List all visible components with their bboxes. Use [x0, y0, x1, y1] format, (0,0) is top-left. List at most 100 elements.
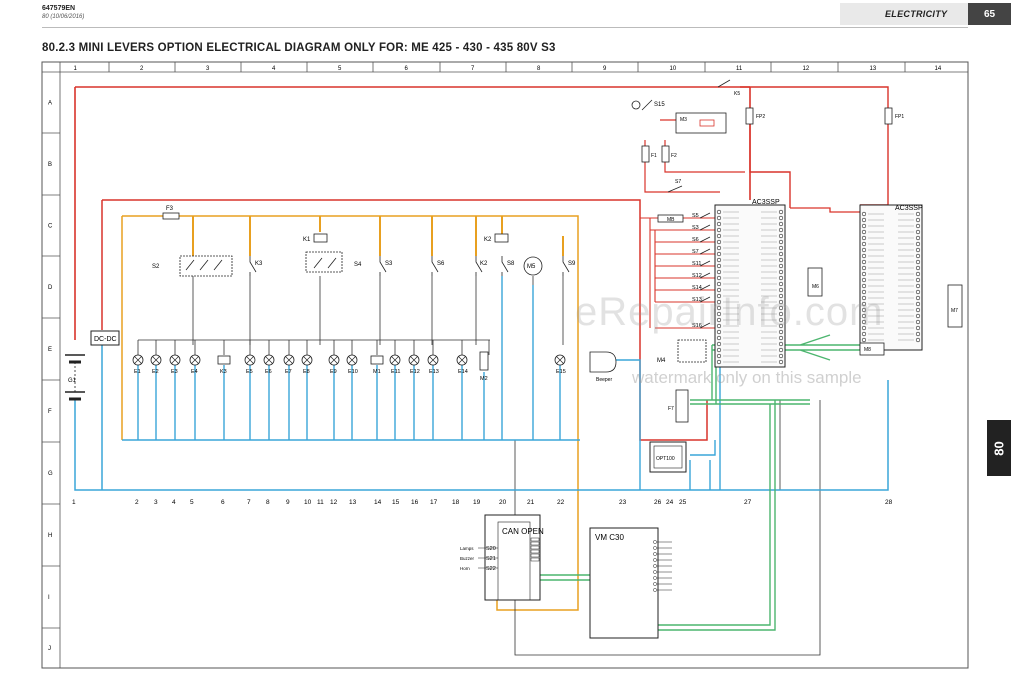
vm-pin	[653, 582, 657, 586]
column-label: 3	[206, 66, 210, 72]
controller-pin	[915, 307, 921, 313]
lamp-label: E15	[556, 369, 566, 375]
controller-pin	[778, 293, 784, 299]
controller-pin	[716, 353, 722, 359]
circuit-number: 23	[619, 499, 627, 506]
controller-switch-s5: S5	[692, 212, 711, 219]
fuse-f3-label: F3	[166, 206, 174, 212]
circuit-number: 22	[557, 499, 565, 506]
display-opt100: OPT100	[649, 441, 687, 473]
lamp-label: E7	[285, 369, 292, 375]
wire-display-ground	[690, 440, 716, 456]
controller-pin	[716, 233, 722, 239]
controller-right: AC3SSP	[859, 204, 923, 351]
wire-lamp-bus	[137, 339, 490, 355]
wire-can-display	[690, 345, 810, 405]
controller-pin	[716, 347, 722, 353]
svg-text:FP2: FP2	[756, 114, 765, 120]
wire-control-feed	[121, 215, 579, 490]
lamp-label: K3	[220, 369, 227, 375]
controller-pin	[915, 295, 921, 301]
controller-pin	[778, 353, 784, 359]
controller-pin	[778, 311, 784, 317]
wire-can-vm	[658, 400, 776, 631]
controller-pin	[716, 323, 722, 329]
lamp-e10: E10	[346, 354, 358, 375]
controller-pin	[716, 221, 722, 227]
circuit-number: 1	[72, 499, 76, 506]
svg-text:M7: M7	[951, 308, 958, 314]
connector-f7: F7	[668, 389, 689, 423]
controller-pin	[915, 217, 921, 223]
lamp-e13: E13	[427, 354, 439, 375]
controller-pin	[716, 311, 722, 317]
diagram-frame	[41, 61, 969, 669]
circuit-number: 16	[411, 499, 419, 506]
watermark: eRepairInfo.com	[575, 290, 884, 334]
can-open-terminal	[530, 557, 540, 562]
controller-pin	[778, 239, 784, 245]
controller-switch-label: S16	[692, 323, 702, 329]
page-title: 80.2.3 MINI LEVERS OPTION ELECTRICAL DIA…	[42, 42, 556, 54]
controller-pin	[716, 299, 722, 305]
controller-pin	[915, 277, 921, 283]
controller-pin	[778, 335, 784, 341]
circuit-number: 8	[266, 499, 270, 506]
svg-text:Beeper: Beeper	[596, 377, 612, 383]
lamp-label: E3	[171, 369, 178, 375]
can-input-s21: S21	[486, 556, 496, 562]
controller-switch-s12: S12	[692, 272, 711, 279]
circuit-number: 10	[304, 499, 312, 506]
controller-pin	[778, 245, 784, 251]
controller-pin	[861, 277, 867, 283]
controller-pin	[861, 253, 867, 259]
svg-text:K1: K1	[303, 237, 311, 243]
controller-pin	[861, 211, 867, 217]
document-date: 80 (10/06/2016)	[42, 14, 85, 20]
header-rule	[42, 27, 968, 28]
controller-pin	[778, 233, 784, 239]
lamp-label: E13	[429, 369, 439, 375]
controller-switch-label: S7	[692, 249, 699, 255]
controller-pin	[861, 337, 867, 343]
controller-pin	[861, 247, 867, 253]
lamp-label: E9	[330, 369, 337, 375]
controller-pin	[915, 259, 921, 265]
controller-pin	[861, 313, 867, 319]
controller-pin	[778, 221, 784, 227]
controller-pin	[915, 211, 921, 217]
controller-pin	[915, 247, 921, 253]
svg-text:S3: S3	[385, 261, 393, 267]
row-label: H	[48, 533, 52, 539]
controller-pin	[716, 287, 722, 293]
switch-s6: S6	[431, 256, 445, 276]
lamp-label: E5	[246, 369, 253, 375]
column-label: 4	[272, 66, 276, 72]
svg-text:K5: K5	[734, 91, 740, 97]
controller-pin	[778, 227, 784, 233]
row-label: F	[48, 409, 52, 415]
fuse-fp1: FP1	[884, 107, 904, 125]
lamp-m1: M1	[370, 355, 384, 375]
section-name: ELECTRICITY	[885, 9, 948, 19]
module-m8: M8	[859, 342, 885, 356]
lamp-e15: E15	[554, 354, 566, 375]
chapter-tab: 80	[987, 420, 1011, 476]
svg-text:M5: M5	[527, 264, 536, 270]
vm-c30-label: VM C30	[595, 533, 624, 542]
dcdc-label: DC-DC	[94, 336, 117, 343]
row-label: J	[48, 646, 51, 652]
contact-s7: S7	[667, 179, 683, 193]
controller-pin	[778, 323, 784, 329]
controller-pin	[716, 341, 722, 347]
controller-pin	[778, 269, 784, 275]
switch-s3: S3	[379, 256, 393, 276]
svg-text:K2: K2	[480, 261, 488, 267]
controller-left-label: AC3SSP	[752, 199, 780, 206]
svg-text:S8: S8	[507, 261, 515, 267]
controller-pin	[716, 359, 722, 365]
controller-pin	[861, 331, 867, 337]
vm-pin	[653, 558, 657, 562]
